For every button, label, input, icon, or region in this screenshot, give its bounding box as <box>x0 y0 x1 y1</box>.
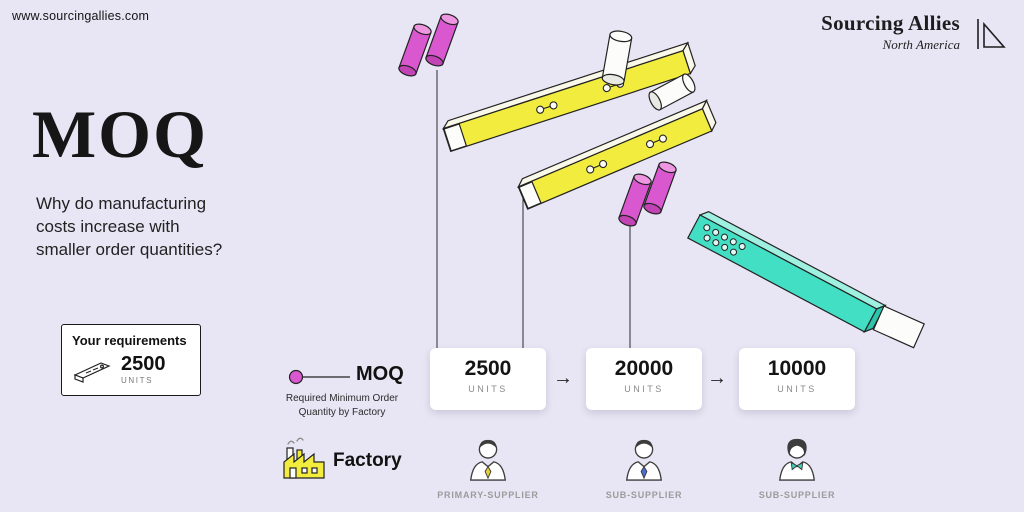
card-quantity: 20000 <box>614 357 674 380</box>
arrow-icon: → <box>707 367 727 389</box>
requirements-quantity: 2500 <box>121 353 166 375</box>
card-quantity: 2500 <box>464 357 512 380</box>
page-title: MOQ <box>32 96 208 172</box>
parts-illustration <box>398 13 925 350</box>
moq-card-sub2: 10000 UNITS <box>739 348 855 410</box>
supplier-sub1: SUB-SUPPLIER <box>586 436 702 500</box>
supplier-primary: PRIMARY-SUPPLIER <box>430 436 546 500</box>
moq-card-sub1: 20000 UNITS <box>586 348 702 410</box>
moq-card-primary: 2500 UNITS <box>430 348 546 410</box>
page-subtitle: Why do manufacturing costs increase with… <box>36 194 223 259</box>
person-icon <box>625 439 663 481</box>
person-icon <box>778 438 816 481</box>
teal-plate-part <box>686 210 887 334</box>
requirements-title: Your requirements <box>72 333 187 348</box>
magenta-pin-part <box>398 23 432 77</box>
brand-logo-icon <box>977 19 1006 49</box>
factory-icon <box>283 437 325 479</box>
requirements-units: UNITS <box>121 376 153 385</box>
card-units: UNITS <box>624 384 664 394</box>
moq-legend-description: Required Minimum Order Quantity by Facto… <box>285 393 399 418</box>
moq-marker-icon <box>288 369 350 385</box>
requirements-box: Your requirements 2500 UNITS <box>61 324 201 396</box>
yellow-beam-part <box>517 99 717 210</box>
supplier-label: SUB-SUPPLIER <box>605 490 683 500</box>
card-quantity: 10000 <box>767 357 827 380</box>
magenta-pin-part <box>643 161 677 215</box>
supplier-sub2: SUB-SUPPLIER <box>739 436 855 500</box>
moq-legend-label: MOQ <box>356 363 404 385</box>
card-units: UNITS <box>468 384 508 394</box>
white-cylinder-part <box>601 30 633 86</box>
card-units: UNITS <box>777 384 817 394</box>
magenta-pin-part <box>425 13 459 67</box>
supplier-label: PRIMARY-SUPPLIER <box>437 490 539 500</box>
brand-region: North America <box>882 37 960 52</box>
website-url[interactable]: www.sourcingallies.com <box>12 9 150 23</box>
factory-legend-label: Factory <box>333 450 402 471</box>
brand-block: Sourcing Allies North America <box>821 11 960 53</box>
arrow-icon: → <box>553 367 573 389</box>
magenta-pin-part <box>618 173 652 227</box>
supplier-label: SUB-SUPPLIER <box>758 490 836 500</box>
part-sketch-icon <box>73 361 111 383</box>
white-panel-part <box>872 305 925 349</box>
white-cylinder-part <box>648 73 696 111</box>
brand-name: Sourcing Allies <box>821 11 960 35</box>
person-icon <box>469 439 507 481</box>
